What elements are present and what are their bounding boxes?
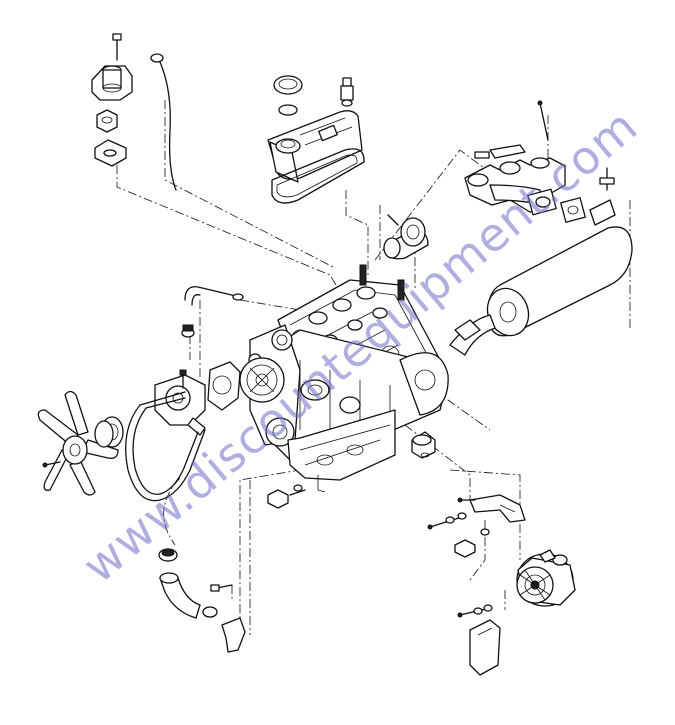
oil-dipstick xyxy=(150,53,177,191)
muffler xyxy=(449,167,633,356)
fuel-injection-pump xyxy=(383,214,429,260)
breather-hose xyxy=(181,286,244,338)
oil-pressure-switch xyxy=(411,431,436,459)
exhaust-manifold xyxy=(464,100,586,223)
alternator-assembly xyxy=(427,494,576,676)
cooling-fan xyxy=(37,390,119,496)
drain-plug xyxy=(267,484,306,509)
engine-block xyxy=(239,264,449,493)
fan-pulley-and-belt xyxy=(94,391,206,502)
watermark-text: www.discountequipment.com xyxy=(72,98,647,593)
lower-radiator-hose xyxy=(158,548,246,653)
valve-cover-assembly xyxy=(267,75,365,204)
thermostat-housing-assembly xyxy=(91,33,133,167)
